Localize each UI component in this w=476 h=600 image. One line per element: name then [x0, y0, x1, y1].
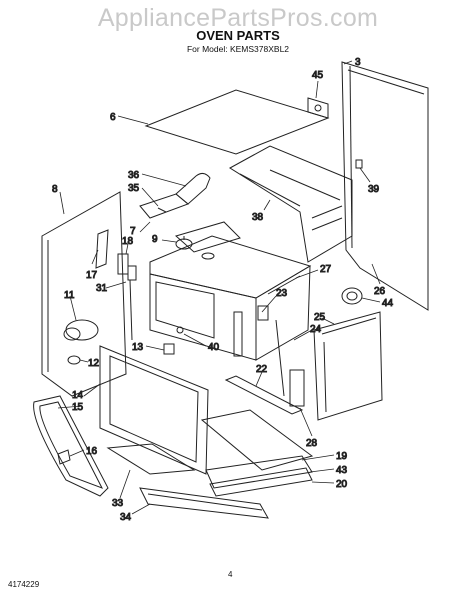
callout-45: 45	[312, 70, 324, 81]
door-gasket-part	[33, 395, 109, 497]
callout-26: 26	[374, 286, 386, 297]
callout-16: 16	[86, 446, 98, 457]
document-number: 4174229	[8, 580, 40, 589]
callout-11: 11	[64, 290, 75, 301]
callout-18: 18	[122, 236, 134, 247]
rail-parts	[224, 369, 305, 415]
duct-part	[139, 172, 211, 219]
callout-22: 22	[256, 364, 268, 375]
callout-35: 35	[128, 183, 140, 194]
left-side-panel	[41, 191, 127, 397]
callout-44: 44	[382, 298, 394, 309]
callout-12: 12	[88, 358, 100, 369]
watermark: AppliancePartsPros.com	[97, 4, 379, 32]
page-number: 4	[228, 570, 233, 579]
bottom-panel-parts	[200, 409, 314, 497]
callout-9: 9	[152, 234, 158, 245]
callout-24: 24	[310, 324, 322, 335]
small-parts	[163, 326, 184, 355]
gasket-ring-part	[341, 287, 363, 305]
callout-25: 25	[314, 312, 326, 323]
oven-cavity-part	[149, 235, 312, 361]
model-subtitle: For Model: KEMS378XBL2	[186, 44, 290, 54]
callout-39: 39	[368, 184, 380, 195]
callout-7: 7	[130, 226, 136, 237]
callout-36: 36	[128, 170, 140, 181]
lamp-assembly	[63, 319, 99, 365]
top-cover-part	[144, 89, 330, 155]
callout-labels: 3 45 6 39 8 36 35 38 7 9 18 17 31 27 23 …	[52, 57, 395, 524]
callout-3: 3	[355, 57, 361, 68]
callout-40: 40	[208, 342, 220, 353]
callout-43: 43	[336, 465, 348, 476]
side-brackets	[233, 305, 285, 397]
callout-17: 17	[86, 270, 98, 281]
callout-28: 28	[306, 438, 318, 449]
callout-8: 8	[52, 184, 58, 195]
callout-33: 33	[112, 498, 124, 509]
callout-38: 38	[252, 212, 264, 223]
rear-cover-part	[229, 145, 353, 263]
bracket-parts	[95, 229, 137, 341]
trim-parts	[106, 443, 269, 519]
rear-panel-part	[341, 61, 429, 311]
callout-34: 34	[120, 512, 132, 523]
callout-20: 20	[336, 479, 348, 490]
callout-14: 14	[72, 390, 84, 401]
callout-13: 13	[132, 342, 144, 353]
callout-19: 19	[336, 451, 348, 462]
right-panel-part	[313, 311, 383, 421]
front-frame-part	[99, 345, 209, 475]
callout-31: 31	[96, 283, 108, 294]
callout-27: 27	[320, 264, 332, 275]
callout-15: 15	[72, 402, 84, 413]
leader-lines	[57, 60, 381, 515]
callout-23: 23	[276, 288, 288, 299]
page-title: OVEN PARTS	[196, 28, 280, 43]
callout-6: 6	[110, 112, 116, 123]
